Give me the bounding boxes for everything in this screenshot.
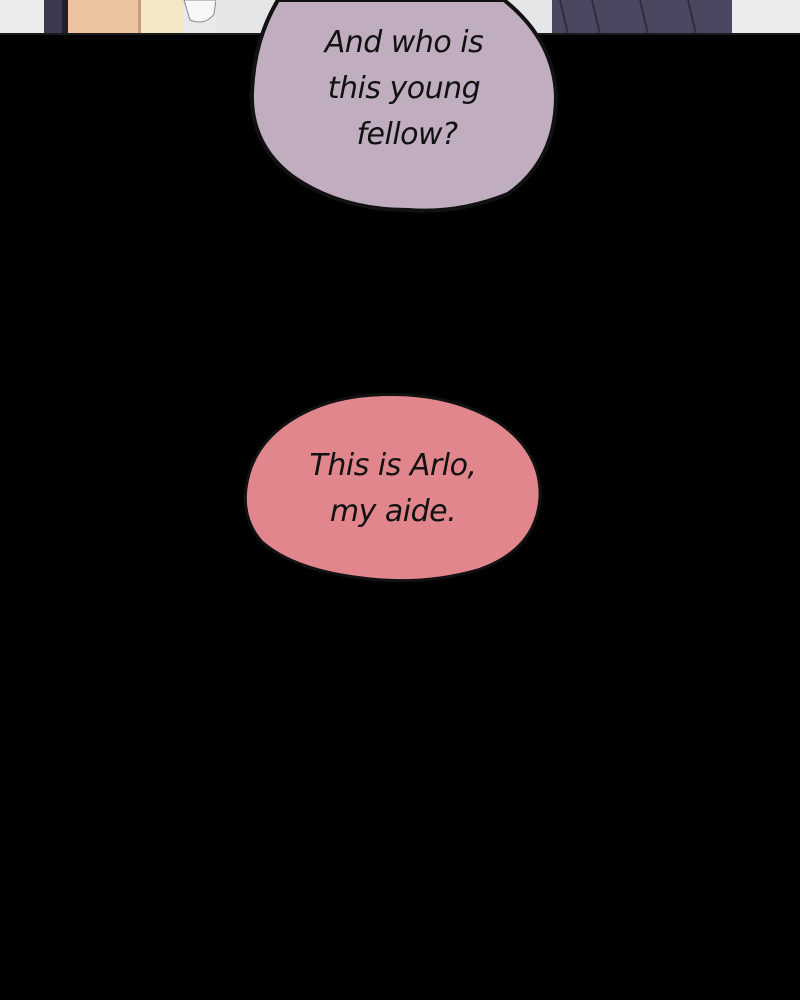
speech-bubble-text: And who is this young fellow?	[248, 20, 560, 158]
speech-bubble-answer: This is Arlo, my aide.	[242, 392, 544, 586]
bubble-line-2: my aide.	[329, 494, 457, 529]
bubble-line-1: And who is	[324, 25, 484, 60]
speech-bubble-question: And who is this young fellow?	[248, 0, 560, 214]
bubble-line-3: fellow?	[356, 117, 458, 152]
bubble-line-2: this young	[327, 71, 481, 106]
speech-bubble-text: This is Arlo, my aide.	[242, 443, 544, 535]
bubble-line-1: This is Arlo,	[309, 448, 477, 483]
speech-bubble-shape	[249, 0, 559, 213]
speech-bubble-shape	[243, 393, 542, 583]
